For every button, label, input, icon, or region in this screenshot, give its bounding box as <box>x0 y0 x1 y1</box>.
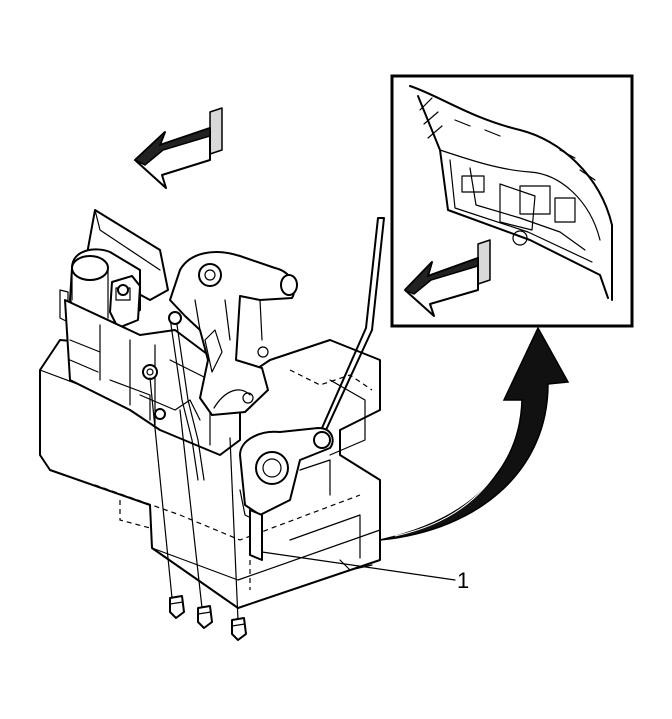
latch-lever-pivot <box>239 427 334 561</box>
curved-arrow-up-icon <box>379 326 570 541</box>
inset-direction-arrow-icon <box>403 239 491 317</box>
bolt-3 <box>229 437 247 641</box>
liftgate-latch-assembly <box>39 209 385 609</box>
latch-mounting-bracket <box>169 251 298 416</box>
liftgate-panel <box>409 85 613 301</box>
callout-1: 1 <box>261 551 469 593</box>
main-direction-arrow-icon <box>133 107 223 189</box>
bolt-2 <box>179 409 213 629</box>
latch-bolts <box>149 377 247 641</box>
inset-detail-view <box>390 74 634 328</box>
bolt-1 <box>149 377 185 619</box>
callout-1-label: 1 <box>457 568 469 593</box>
actuator-rod <box>169 317 205 481</box>
